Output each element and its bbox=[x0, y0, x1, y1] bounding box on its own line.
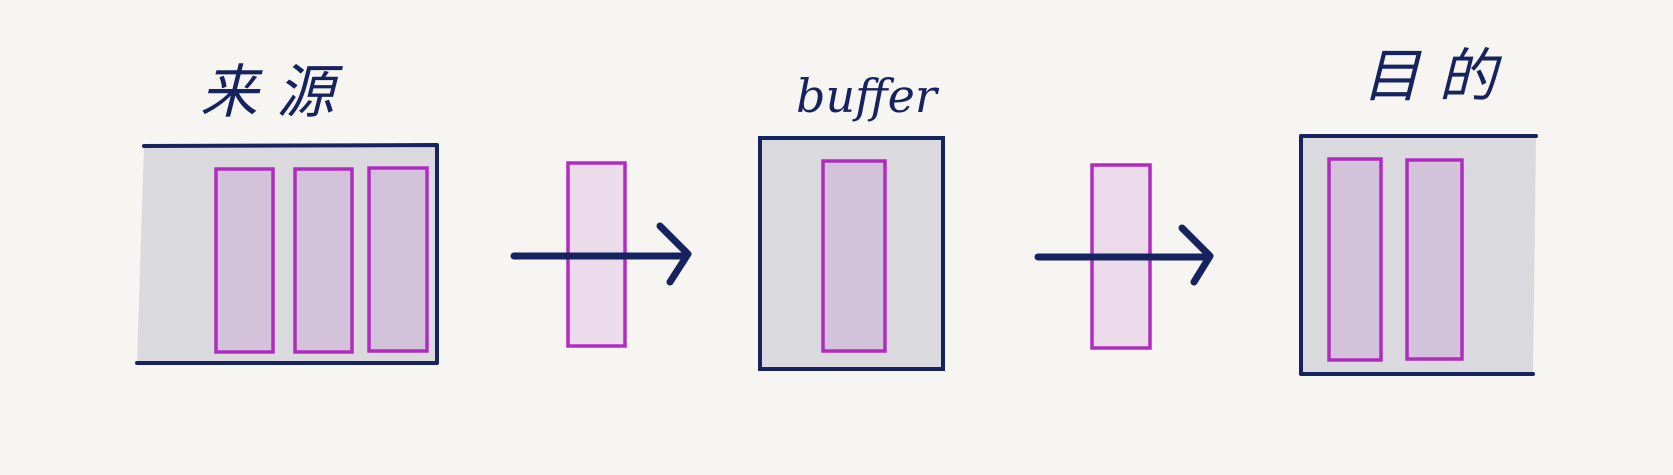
arrow-1-head bbox=[656, 222, 692, 286]
source-box-border bbox=[135, 143, 439, 365]
source-box bbox=[137, 145, 437, 363]
buffer-group: buffer bbox=[758, 69, 945, 371]
destination-item-1 bbox=[1327, 157, 1383, 362]
source-item-3 bbox=[367, 166, 429, 353]
buffer-label: buffer bbox=[796, 69, 940, 123]
source-group: 来 源 bbox=[135, 58, 439, 365]
transfer-1-group bbox=[510, 161, 692, 348]
destination-group: 目 的 bbox=[1299, 42, 1538, 376]
source-item-1 bbox=[214, 167, 275, 354]
transfer-2-group bbox=[1034, 163, 1214, 350]
buffer-item bbox=[821, 159, 887, 353]
source-label: 来 源 bbox=[200, 58, 343, 126]
arrow-2-head bbox=[1178, 224, 1214, 286]
destination-item-2 bbox=[1405, 158, 1464, 361]
destination-box-border bbox=[1299, 134, 1538, 376]
source-item-2 bbox=[293, 167, 354, 354]
destination-label: 目 的 bbox=[1362, 42, 1502, 110]
